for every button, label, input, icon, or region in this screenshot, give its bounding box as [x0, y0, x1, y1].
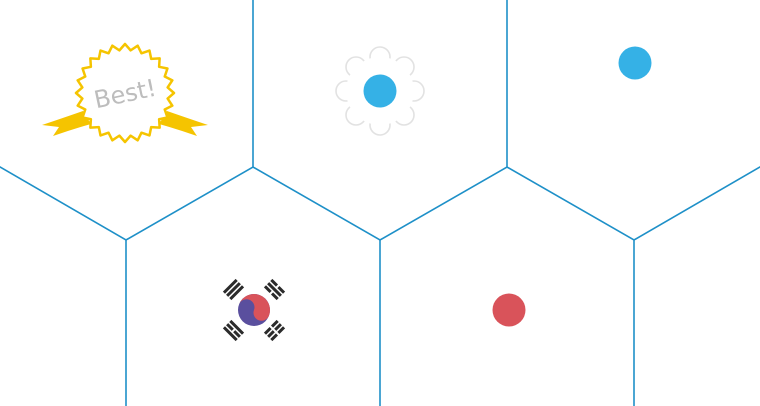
flower-center [363, 74, 397, 108]
red-dot-icon[interactable] [492, 293, 526, 327]
korea-flag-icon[interactable] [222, 278, 286, 342]
flower-icon[interactable] [335, 46, 425, 136]
best-badge-icon[interactable]: Best! [42, 42, 208, 144]
blue-dot-icon[interactable] [618, 46, 652, 80]
